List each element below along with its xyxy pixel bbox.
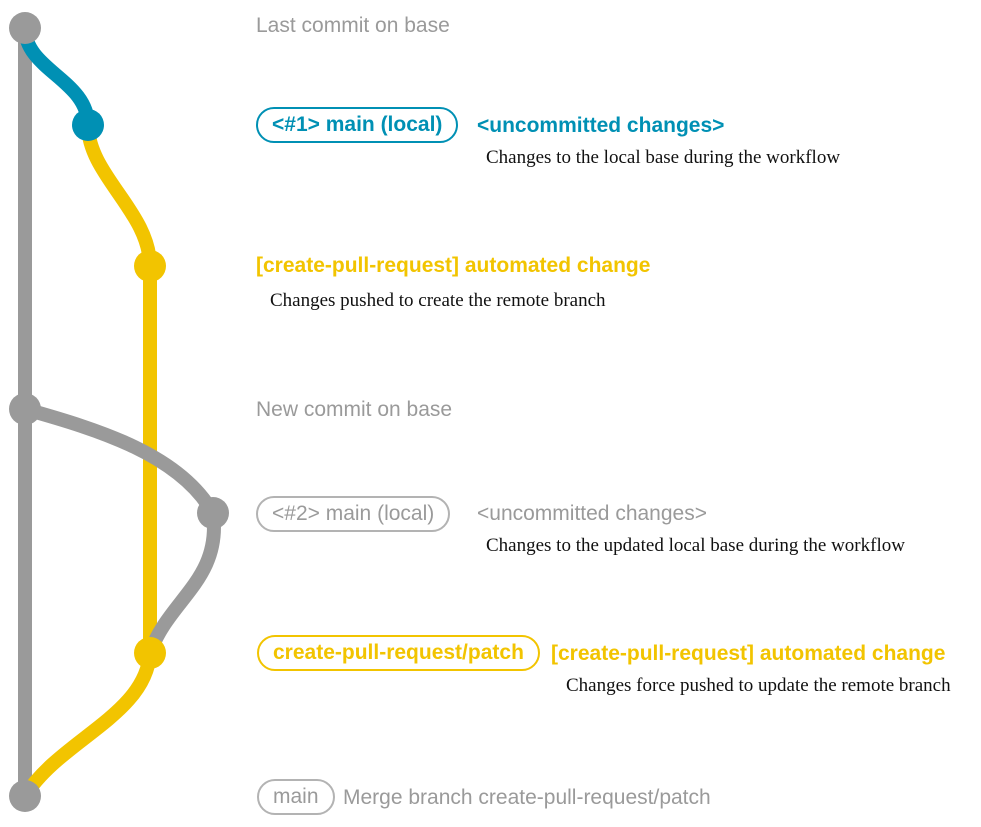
caption-last-commit-on-base: Last commit on base (256, 14, 450, 37)
subject-local-1: <uncommitted changes> (477, 114, 725, 137)
badge-main[interactable]: main (257, 779, 335, 815)
subject-local-2: <uncommitted changes> (477, 502, 707, 525)
commit-node-base-last[interactable] (9, 12, 41, 44)
edge-remote-update-to-merge (18, 646, 157, 803)
subject-remote-create: [create-pull-request] automated change (256, 254, 651, 277)
note-remote-create: Changes pushed to create the remote bran… (270, 290, 606, 311)
badge-create-pull-request-patch[interactable]: create-pull-request/patch (257, 635, 540, 671)
subject-remote-update: [create-pull-request] automated change (551, 642, 946, 665)
commit-node-local-1[interactable] (72, 109, 104, 141)
commit-node-merge[interactable] (9, 780, 41, 812)
edge-base-to-local-2 (18, 402, 220, 520)
badge-main-local-1[interactable]: <#1> main (local) (256, 107, 459, 143)
edge-local-2-to-remote-update (143, 506, 221, 660)
commit-node-remote-update[interactable] (134, 637, 166, 669)
commit-node-local-2[interactable] (197, 497, 229, 529)
note-local-2: Changes to the updated local base during… (486, 535, 905, 556)
note-local-1: Changes to the local base during the wor… (486, 147, 841, 168)
note-remote-update: Changes force pushed to update the remot… (566, 675, 951, 696)
caption-new-commit-on-base: New commit on base (256, 398, 453, 421)
commit-node-remote-create[interactable] (134, 250, 166, 282)
subject-merge: Merge branch create-pull-request/patch (343, 786, 711, 809)
badge-main-local-2[interactable]: <#2> main (local) (256, 496, 451, 532)
edge-local-1-to-remote-create (81, 118, 157, 273)
edge-base-to-local-1 (18, 21, 95, 132)
commit-node-base-new[interactable] (9, 393, 41, 425)
